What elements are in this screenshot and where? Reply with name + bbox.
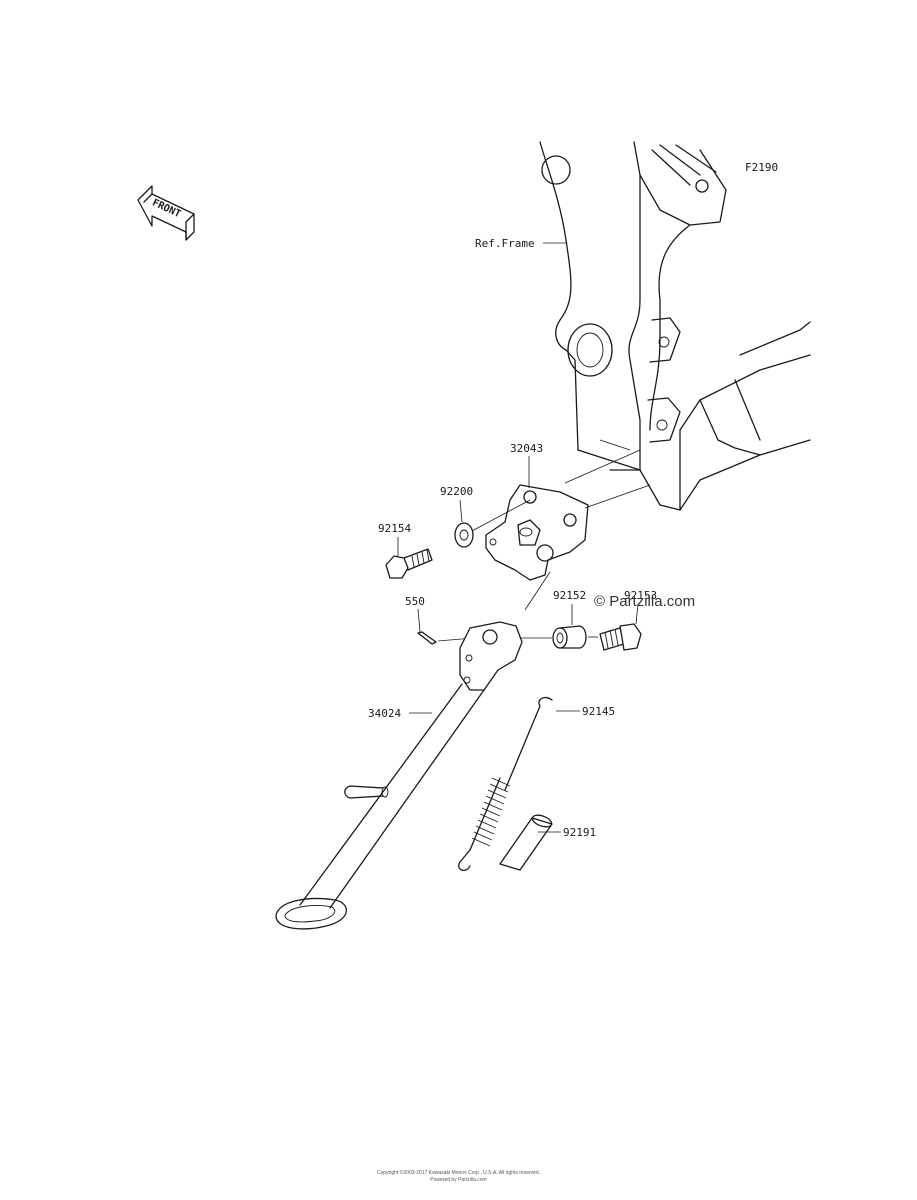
label-32043: 32043 — [510, 442, 543, 455]
label-92145: 92145 — [582, 705, 615, 718]
watermark: © Partzilla.com — [594, 593, 695, 610]
align-34024 — [524, 571, 551, 611]
spring — [458, 696, 553, 872]
label-550: 550 — [405, 595, 425, 608]
leader-92153 — [635, 603, 639, 625]
leader-92200 — [459, 499, 463, 523]
label-92154: 92154 — [378, 522, 411, 535]
diagram-code: F2190 — [745, 161, 778, 174]
stand-bracket — [485, 484, 589, 581]
bushing — [552, 625, 587, 649]
align-92200 — [471, 499, 531, 532]
label-92153: 92153 — [624, 589, 657, 602]
cotter-pin — [417, 631, 437, 645]
label-92152: 92152 — [553, 589, 586, 602]
footer-copyright: Copyright ©2003-2017 Kawasaki Motors Cor… — [376, 1170, 541, 1176]
frame-outline — [539, 141, 811, 511]
footer-powered: Powered by Partzilla.com — [430, 1177, 487, 1183]
label-92200: 92200 — [440, 485, 473, 498]
ref-frame-label: Ref.Frame — [475, 237, 535, 250]
sleeve — [499, 814, 553, 871]
align-32043 — [564, 449, 641, 484]
washer — [454, 522, 474, 548]
label-92191: 92191 — [563, 826, 596, 839]
label-34024: 34024 — [368, 707, 401, 720]
side-stand — [275, 621, 523, 930]
pivot-bolt — [599, 623, 642, 651]
leader-550 — [417, 608, 421, 633]
front-arrow-icon: FRONT — [137, 185, 195, 241]
bolt — [385, 548, 433, 579]
align-32043b — [584, 484, 651, 509]
